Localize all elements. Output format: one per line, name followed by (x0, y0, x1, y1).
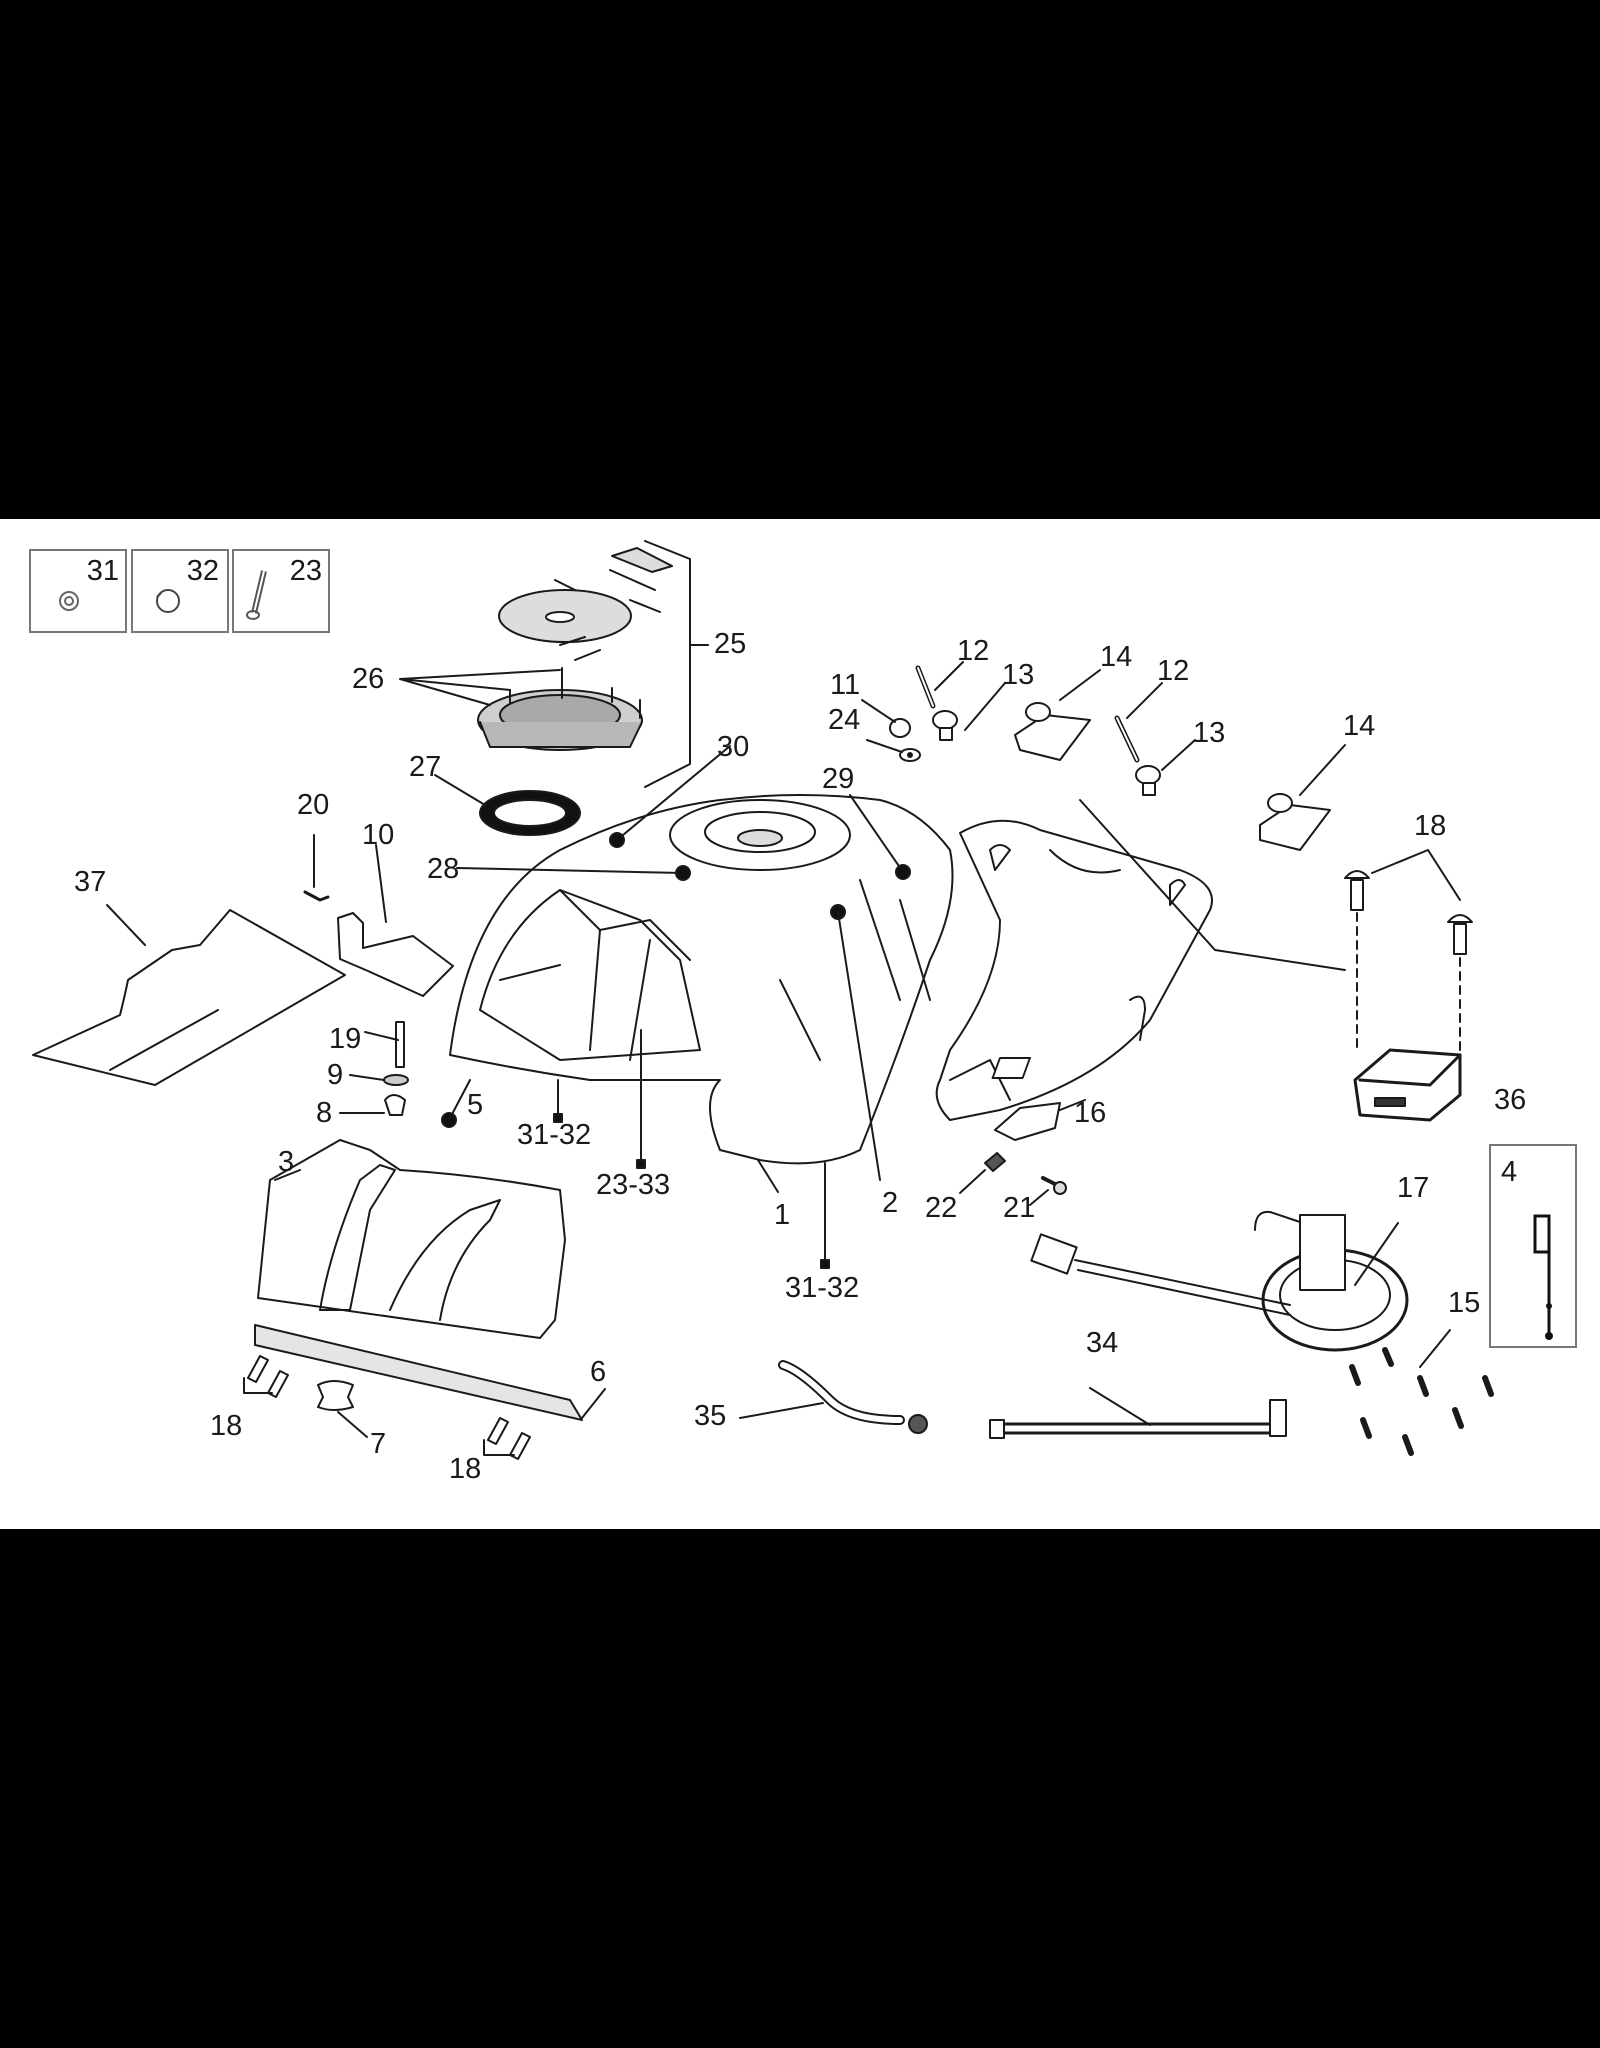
screw-icon (246, 570, 267, 620)
callout-28: 28 (427, 853, 460, 885)
mat-37 (32, 909, 346, 1086)
callout-35: 35 (694, 1400, 727, 1432)
inset-label-31: 31 (86, 555, 119, 587)
callout-36: 36 (1494, 1084, 1527, 1116)
inset-part-32: 32 (131, 549, 229, 633)
filler-cap-assembly (477, 547, 673, 751)
callout-17: 17 (1397, 1172, 1430, 1204)
callout-34: 34 (1086, 1327, 1119, 1359)
fuel-tank (449, 794, 954, 1165)
screws-15 (1349, 1329, 1494, 1456)
diagram-drawing (32, 540, 1494, 1460)
callout-18-left: 18 (210, 1410, 243, 1442)
callout-26: 26 (352, 663, 385, 695)
screws-18-left (243, 1355, 289, 1398)
callout-14a: 14 (1100, 641, 1133, 673)
callout-5: 5 (467, 1089, 484, 1121)
bracket-10 (337, 912, 454, 997)
cover-3 (257, 1139, 566, 1339)
callout-15: 15 (1448, 1287, 1481, 1319)
strip-6 (254, 1324, 583, 1421)
callout-29: 29 (822, 763, 855, 795)
inset-label-32: 32 (186, 555, 219, 587)
parts-diagram: 31 32 23 4 1 2 3 5 6 7 8 9 10 11 12 13 1… (0, 519, 1600, 1529)
inset-part-31: 31 (29, 549, 127, 633)
callout-2: 2 (882, 1187, 899, 1219)
callout-11: 11 (830, 669, 861, 701)
leader-36-link (1079, 799, 1346, 971)
hose-34 (993, 1422, 1272, 1435)
tank-rear-section (935, 819, 1213, 1121)
callout-25: 25 (714, 628, 747, 660)
callout-21: 21 (1003, 1192, 1036, 1224)
callout-31-32-lower: 31-32 (785, 1272, 860, 1304)
callout-18-ecu: 18 (1414, 810, 1447, 842)
screws-18-ecu (1344, 849, 1473, 1054)
callout-9: 9 (327, 1059, 344, 1091)
callout-31-32-upper: 31-32 (517, 1119, 592, 1151)
inset-part-23: 23 (232, 549, 330, 633)
callout-8: 8 (316, 1097, 333, 1129)
plug-cap-icon (156, 589, 180, 613)
sensor-icon (1533, 1214, 1553, 1340)
control-unit-36 (991, 1048, 1462, 1122)
callout-27: 27 (409, 751, 442, 783)
callout-24: 24 (828, 704, 861, 736)
callout-12a: 12 (957, 635, 990, 667)
inset-label-4: 4 (1501, 1156, 1518, 1188)
fuel-pump-17 (1030, 1210, 1409, 1352)
callout-30: 30 (717, 731, 750, 763)
callout-12b: 12 (1157, 655, 1190, 687)
callout-13b: 13 (1193, 717, 1226, 749)
bracket-25 (644, 540, 691, 788)
inset-part-4: 4 (1489, 1144, 1577, 1348)
callout-7: 7 (370, 1428, 387, 1460)
callout-20: 20 (297, 789, 330, 821)
callout-16: 16 (1074, 1097, 1107, 1129)
callout-10: 10 (362, 819, 395, 851)
washer-icon (59, 591, 79, 611)
callout-22: 22 (925, 1192, 958, 1224)
clip-7 (317, 1380, 354, 1411)
callout-37: 37 (74, 866, 107, 898)
callout-13a: 13 (1002, 659, 1035, 691)
bracket-16 (994, 1102, 1061, 1141)
callout-18-right: 18 (449, 1453, 482, 1485)
callout-3: 3 (278, 1146, 295, 1178)
callout-14b: 14 (1343, 710, 1376, 742)
leader-lines (441, 745, 911, 1269)
callout-19: 19 (329, 1023, 362, 1055)
callout-1: 1 (774, 1199, 791, 1231)
callout-23-33: 23-33 (596, 1169, 671, 1201)
inset-label-23: 23 (289, 555, 322, 587)
screws-18-right (483, 1417, 531, 1460)
callout-6: 6 (590, 1356, 607, 1388)
